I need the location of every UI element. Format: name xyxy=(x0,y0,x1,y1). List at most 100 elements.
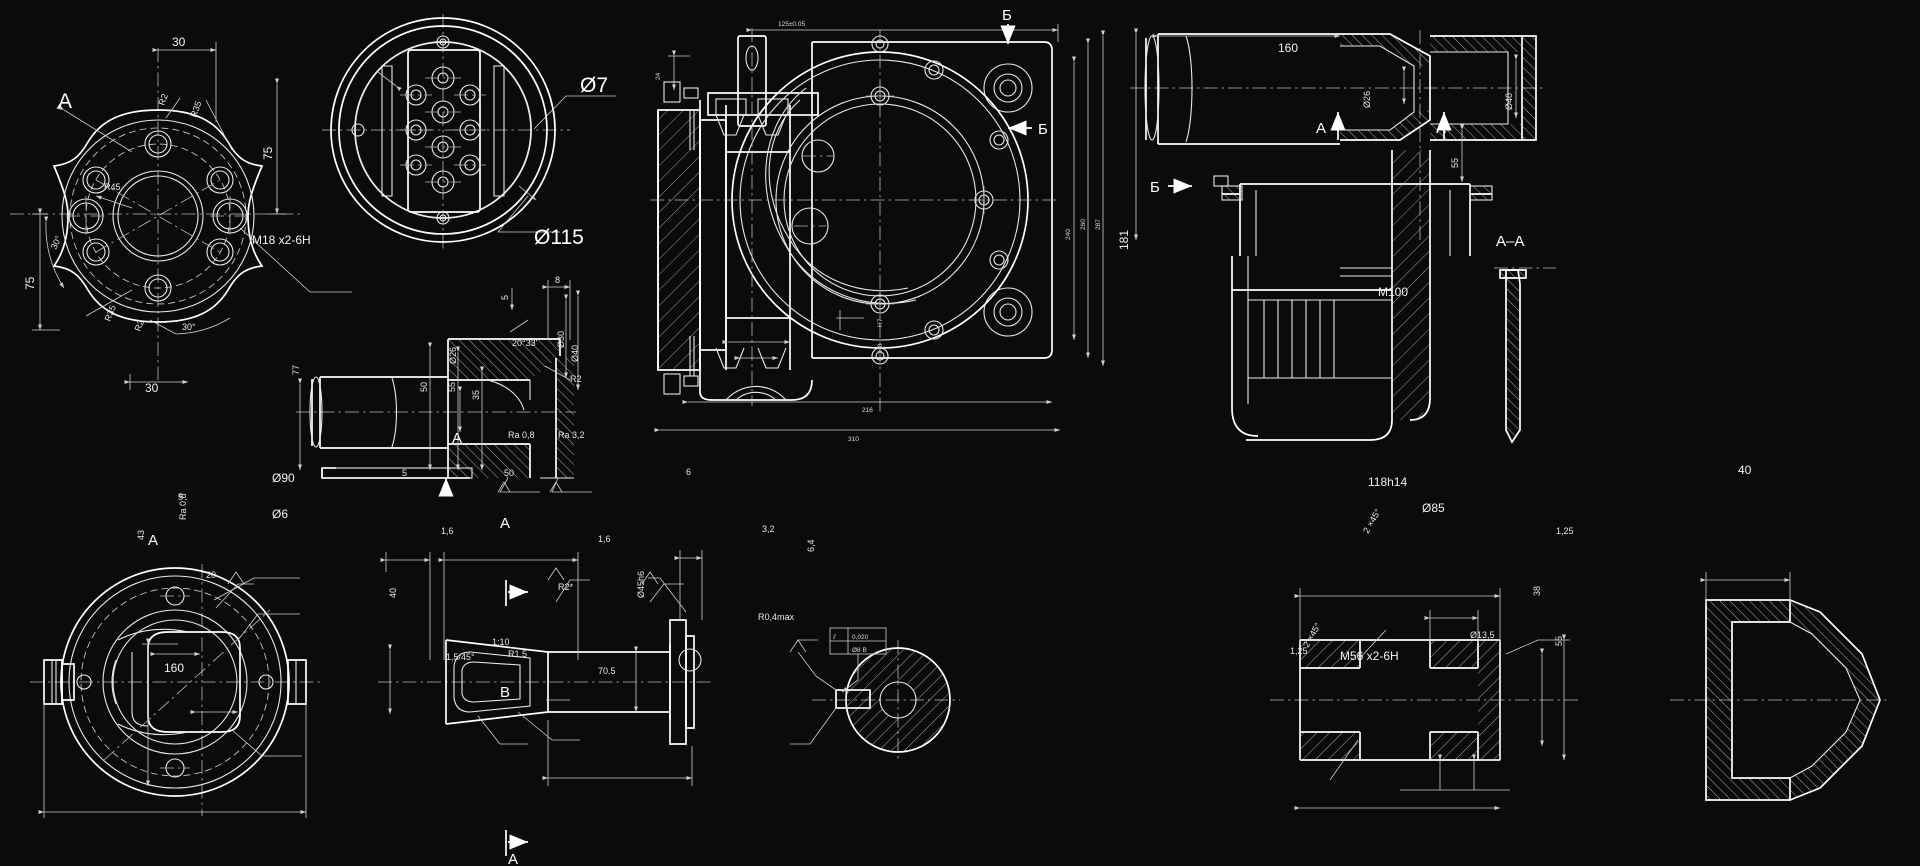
dim-5-shaft: 5 xyxy=(402,468,407,478)
dia-45h6: Ø45h6 xyxy=(636,571,646,598)
view-hatched-section xyxy=(322,14,616,250)
dia-40-elbow: Ø40 xyxy=(570,345,580,362)
radius-r2-elbow: R2 xyxy=(570,374,582,384)
radius-r15: R1.5 xyxy=(508,649,527,659)
dim-125-top: 1,25 xyxy=(1556,526,1574,536)
chamfer-245-top: 2 ×45° xyxy=(1361,507,1383,535)
dim-24: 24 xyxy=(655,72,662,80)
rough-64-keyway: 6,4 xyxy=(806,539,816,552)
dim-5-elbow: 5 xyxy=(500,295,510,300)
angle-30-right: 30° xyxy=(182,322,196,332)
ra-32-elbow: Ra 3,2 xyxy=(558,430,585,440)
gdt-datum: Ø8 B xyxy=(852,647,867,654)
radius-r35-bottom: R35 xyxy=(103,304,118,323)
dia-85: Ø85 xyxy=(1422,501,1445,515)
ra-08-elbow: Ra 0,8 xyxy=(508,430,535,440)
view-keyway-detail xyxy=(789,627,960,760)
dim-40-cone: 40 xyxy=(1738,463,1752,477)
mark-b-top: Б xyxy=(1002,7,1012,24)
mark-b-right: Б xyxy=(1038,121,1048,138)
gdt-symbol: ⫽ xyxy=(832,634,836,641)
view-main-housing xyxy=(650,24,1105,432)
dim-35-elbow: 35 xyxy=(471,390,481,400)
mark-b-shaft: B xyxy=(500,684,510,701)
thread-m100: M100 xyxy=(1378,285,1408,299)
dim-55-elbow: 55 xyxy=(447,382,457,392)
dim-118h14: 118h14 xyxy=(1368,475,1407,489)
dia-26-side: Ø26 xyxy=(1362,91,1372,108)
section-aa-title: A–A xyxy=(1496,233,1524,250)
label-section-mark-a: A xyxy=(58,90,72,113)
dim-260: 260 xyxy=(1080,219,1087,230)
dim-216: 216 xyxy=(862,407,873,414)
mark-a-right-side: A xyxy=(1436,120,1446,137)
radius-r2-bottom: R2 xyxy=(133,318,147,332)
view-elbow-section xyxy=(296,280,592,497)
dim-50-elbow: 50 xyxy=(419,382,429,392)
dim-125-bottom: 1,25 xyxy=(1290,646,1308,656)
dim-75-right: 75 xyxy=(261,146,275,160)
dim-287: 287 xyxy=(1095,219,1102,230)
angle-20-33: 20°33' xyxy=(512,338,538,348)
dim-240: 240 xyxy=(1065,229,1072,240)
dim-20-sphere: 20 xyxy=(206,570,216,580)
arrow-a-elbow-top: A xyxy=(452,430,462,447)
gdt-tolerance: 0,020 xyxy=(852,634,869,641)
r04max: R0,4max xyxy=(758,612,795,622)
dim-77: 77 xyxy=(291,365,301,375)
view-flange-front xyxy=(10,42,352,390)
dia-115-callout: Ø115 xyxy=(534,226,584,249)
mark-a-sphere: A xyxy=(148,532,158,549)
dim-160-sphere: 160 xyxy=(164,661,184,675)
dim-40-shaft: 40 xyxy=(388,588,398,598)
dim-55-bushing: 55 xyxy=(1554,636,1564,646)
radius-r2-top: R2 xyxy=(156,92,169,106)
rough-32-keyway: 3,2 xyxy=(762,524,775,534)
view-cone-cap xyxy=(1670,572,1890,801)
chamfer-15-45: 1,5/45° xyxy=(446,652,475,662)
dia-90-sphere: Ø90 xyxy=(272,471,295,485)
rough-16-right: 1,6 xyxy=(598,534,611,544)
dim-310: 310 xyxy=(848,436,859,443)
view-section-aa xyxy=(1494,267,1556,444)
view-stepped-shaft xyxy=(378,550,712,856)
view-bushing xyxy=(1270,588,1580,810)
dim-38: 38 xyxy=(1532,586,1542,596)
dim-6-shaft: 6 xyxy=(686,467,691,477)
mark-a-shaft-bottom: A xyxy=(508,851,518,866)
dia-26-elbow: Ø26 xyxy=(448,347,458,364)
radius-r35-top: R35 xyxy=(188,100,203,119)
ra-08-sphere: Ra 0,8 xyxy=(178,493,188,520)
radius-r2-star: R2* xyxy=(558,582,574,592)
mark-b-side: Б xyxy=(1150,179,1160,196)
dia-7-callout: Ø7 xyxy=(580,74,608,97)
dim-181-side: 181 xyxy=(1117,230,1131,250)
dim-43-sphere: 43 xyxy=(136,530,146,540)
dim-5-sphere: 5 xyxy=(178,492,183,502)
dim-30-top: 30 xyxy=(172,35,186,49)
fit-h7k6: H7 xyxy=(877,318,884,327)
dim-30-bottom: 30 xyxy=(145,381,159,395)
rough-16-left: 1,6 xyxy=(441,526,454,536)
thread-m56: M56 x2-6H xyxy=(1340,649,1399,663)
dim-125: 125±0.05 xyxy=(778,21,805,28)
dim-55-side: 55 xyxy=(1450,158,1460,168)
dim-705: 70.5 xyxy=(598,666,616,676)
dim-160-side: 160 xyxy=(1278,41,1298,55)
view-sphere-body xyxy=(30,564,320,818)
angle-30-left: 30° xyxy=(49,234,64,251)
dim-50-shaft: 50 xyxy=(504,468,514,478)
dim-75-left: 75 xyxy=(23,276,37,290)
fit-h8f8: H8 xyxy=(877,343,884,352)
view-side-housing xyxy=(1130,28,1546,441)
taper-110: 1:10 xyxy=(492,637,510,647)
dia-30-elbow: Ø30 xyxy=(556,331,566,348)
dia-40-side: Ø40 xyxy=(1504,93,1514,110)
dia-6-sphere: Ø6 xyxy=(272,507,288,521)
mark-a-left-side: A xyxy=(1316,120,1326,137)
thread-callout-m18: M18 x2-6H xyxy=(252,233,311,247)
radius-r45: R45 xyxy=(104,182,121,192)
dia-135: Ø13,5 xyxy=(1470,630,1495,640)
